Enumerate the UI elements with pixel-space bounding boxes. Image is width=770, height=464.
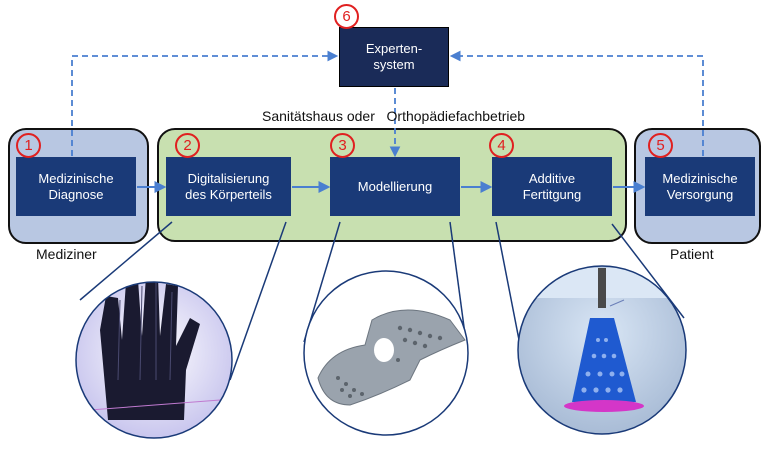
step-additive-fertigung: Additive Fertitgung <box>492 157 612 216</box>
step-digitalisierung: Digitalisierung des Körperteils <box>166 157 291 216</box>
mediziner-label: Mediziner <box>36 246 97 262</box>
arrow-versorgung-to-experten <box>449 50 704 156</box>
step-number-6: 6 <box>334 4 359 29</box>
step-modellierung: Modellierung <box>330 157 460 216</box>
callout-lines <box>79 221 685 381</box>
step-number-4: 4 <box>489 133 514 158</box>
arrow-diagnose-to-experten <box>71 50 339 156</box>
expert-system-arrows <box>71 50 704 158</box>
step-number-1: 1 <box>16 133 41 158</box>
step-number-5: 5 <box>648 133 673 158</box>
hand-scan-image <box>75 281 233 439</box>
step-medizinische-versorgung: Medizinische Versorgung <box>645 157 755 216</box>
sanitaetshaus-label: Sanitätshaus oder Orthopädiefachbetrieb <box>262 108 526 124</box>
step-number-3: 3 <box>330 133 355 158</box>
orthosis-model-image <box>303 270 469 436</box>
step-expertensystem: Experten- system <box>339 27 449 87</box>
step-number-2: 2 <box>175 133 200 158</box>
step-medizinische-diagnose: Medizinische Diagnose <box>16 157 136 216</box>
patient-label: Patient <box>670 246 714 262</box>
